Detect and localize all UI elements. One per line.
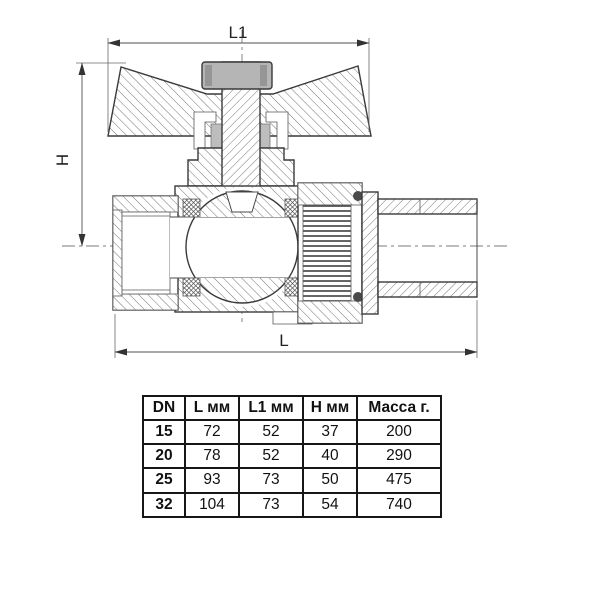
col-header-l: L мм <box>184 394 240 422</box>
col-header-l1: L1 мм <box>238 394 304 422</box>
female-end-wall-left <box>112 209 123 297</box>
female-end-wall-top <box>112 195 179 213</box>
cell-l: 93 <box>184 467 240 494</box>
dimension-table: DN L мм L1 мм H мм Масса г. 15 72 52 37 … <box>142 394 442 518</box>
female-thread-bore <box>121 211 171 295</box>
cell-l1: 52 <box>238 419 304 446</box>
cell-h: 54 <box>302 491 358 518</box>
col-header-mass: Масса г. <box>356 394 442 422</box>
flow-passage <box>170 217 188 278</box>
union-nut-knurl <box>302 204 352 302</box>
cell-mass: 475 <box>356 467 442 494</box>
seat-left-lower <box>182 277 201 297</box>
seat-left-upper <box>182 198 201 218</box>
cell-h: 37 <box>302 419 358 446</box>
male-thread-end <box>361 191 478 315</box>
gland-right <box>265 111 289 150</box>
cell-mass: 740 <box>356 491 442 518</box>
table-row: 32 104 73 54 740 <box>142 491 442 518</box>
union-nut-wall-top <box>297 182 363 206</box>
cell-dn: 15 <box>142 419 186 446</box>
tail-flange <box>361 191 379 315</box>
dimensions: L1 H L <box>53 23 478 358</box>
handle-assembly <box>107 61 372 193</box>
cell-l: 78 <box>184 443 240 470</box>
cell-dn: 32 <box>142 491 186 518</box>
female-thread-end <box>112 195 179 311</box>
stem-nut-thread-right <box>260 65 267 86</box>
ball-bottom-cap <box>195 278 289 303</box>
cell-mass: 290 <box>356 443 442 470</box>
union-nut <box>297 182 363 324</box>
table-row: 20 78 52 40 290 <box>142 443 442 470</box>
table-row: 15 72 52 37 200 <box>142 419 442 446</box>
tail-wall-top <box>377 198 478 215</box>
gland-left <box>193 111 217 150</box>
dim-label-h: H <box>53 154 72 166</box>
cell-l: 104 <box>184 491 240 518</box>
stem-nut <box>201 61 273 90</box>
dim-label-l: L <box>279 331 288 350</box>
stem-nut-thread-left <box>205 65 212 86</box>
cell-l1: 73 <box>238 467 304 494</box>
table-row: 25 93 73 50 475 <box>142 467 442 494</box>
col-header-h: H мм <box>302 394 358 422</box>
o-ring-top <box>353 191 363 201</box>
cell-h: 50 <box>302 467 358 494</box>
tail-wall-bottom <box>377 281 478 298</box>
valve-technical-drawing: L1 H L <box>53 23 508 358</box>
cell-h: 40 <box>302 443 358 470</box>
cell-l1: 52 <box>238 443 304 470</box>
female-end-wall-bottom <box>112 293 179 311</box>
col-header-dn: DN <box>142 394 186 422</box>
o-ring-bottom <box>353 292 363 302</box>
dim-label-l1: L1 <box>229 23 248 42</box>
cell-dn: 20 <box>142 443 186 470</box>
cell-mass: 200 <box>356 419 442 446</box>
stem-ball-slot <box>225 191 259 213</box>
cell-l: 72 <box>184 419 240 446</box>
union-nut-wall-bottom <box>297 300 363 324</box>
cell-l1: 73 <box>238 491 304 518</box>
table-header-row: DN L мм L1 мм H мм Масса г. <box>142 394 442 422</box>
cell-dn: 25 <box>142 467 186 494</box>
